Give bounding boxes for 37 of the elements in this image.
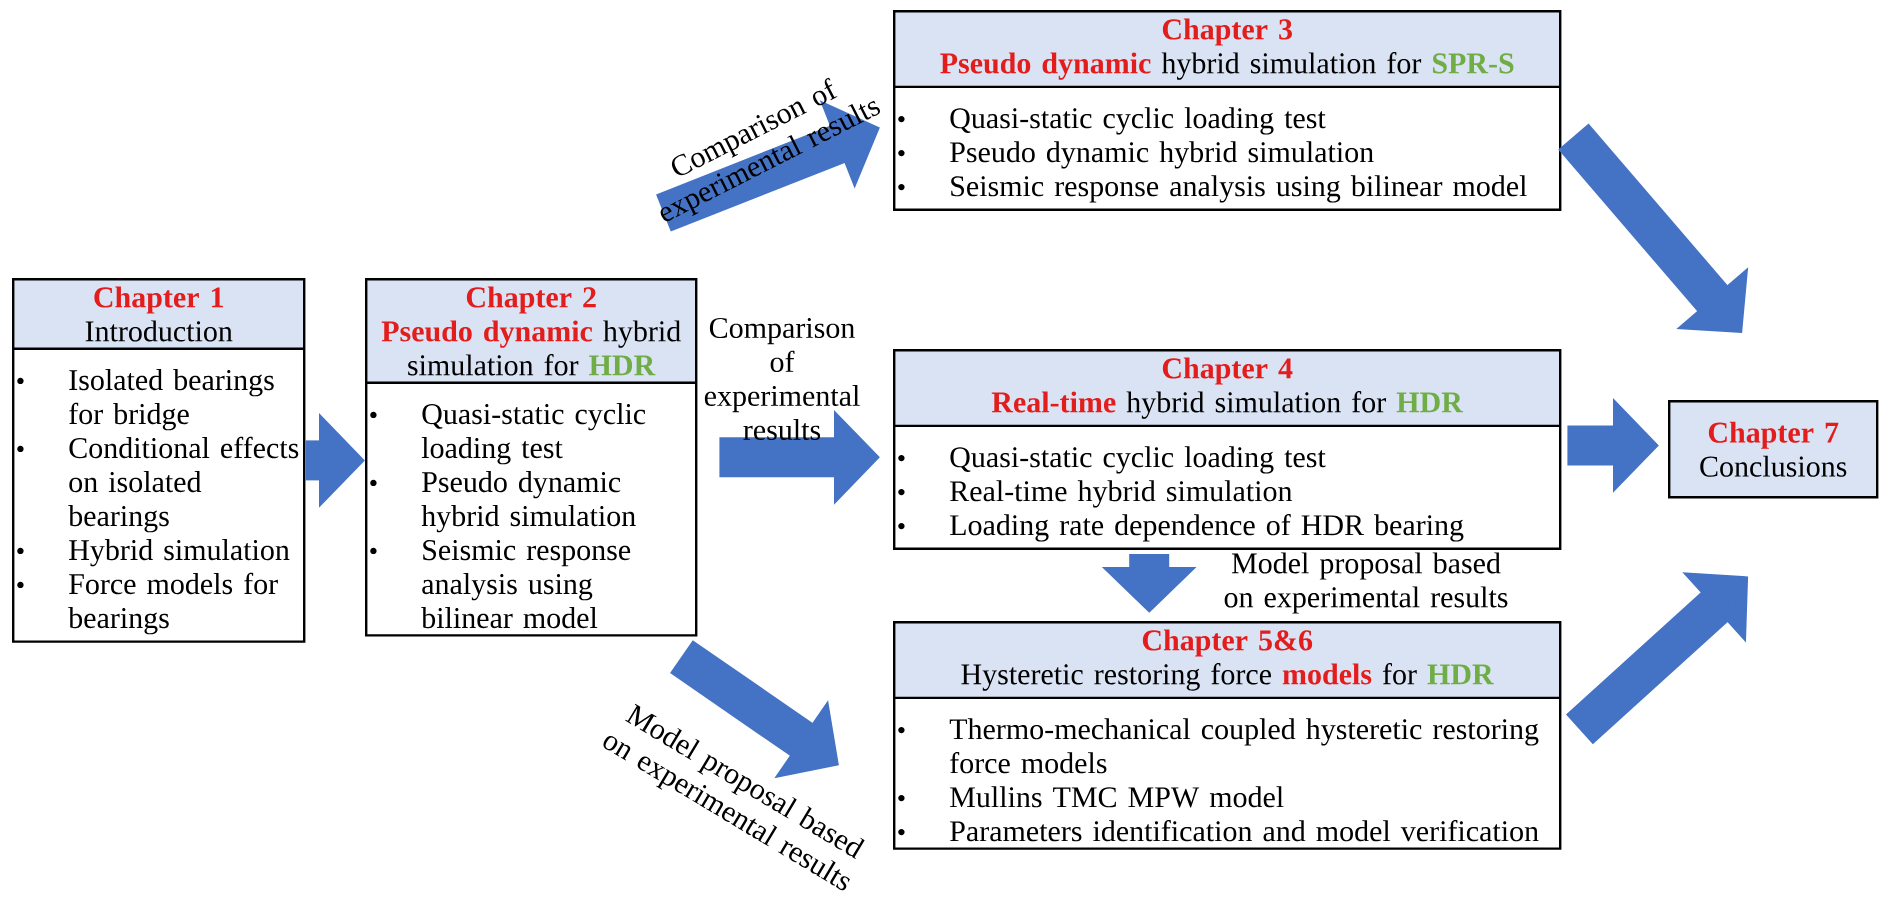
list-item: Loading rate dependence of HDR bearing bbox=[950, 514, 1464, 542]
list-item: Seismic response analysis using bilinear model bbox=[421, 540, 631, 629]
chapter-box bbox=[893, 621, 1562, 850]
chapter-heading: Chapter 7 bbox=[1708, 421, 1839, 449]
chapter-subtitle: Pseudo dynamic hybrid simulation for HDR bbox=[381, 320, 681, 376]
edge-label: Comparison of experimental results bbox=[704, 317, 860, 441]
chapter-box bbox=[365, 278, 698, 637]
chapter-subtitle: Real-time hybrid simulation for HDR bbox=[991, 391, 1464, 419]
list-item: Pseudo dynamic hybrid simulation bbox=[421, 471, 636, 533]
list-item: Mullins TMC MPW model bbox=[950, 786, 1284, 808]
chapter-subtitle: Introduction bbox=[85, 320, 233, 342]
chapter-box bbox=[893, 349, 1562, 550]
chapter-heading: Chapter 1 bbox=[94, 286, 223, 314]
chapter-subtitle: Conclusions bbox=[1700, 455, 1847, 477]
list-item: Conditional effects on isolated bearings bbox=[68, 436, 299, 533]
chapter-subtitle: Hysteretic restoring force models for HDR bbox=[961, 663, 1494, 691]
chapter-box bbox=[12, 278, 306, 643]
list-item: Quasi-static cyclic loading test bbox=[421, 403, 646, 465]
list-item: Quasi-static cyclic loading test bbox=[950, 107, 1326, 135]
list-item: Quasi-static cyclic loading test bbox=[950, 446, 1326, 474]
chapter-heading: Chapter 3 bbox=[1162, 18, 1292, 46]
list-item: Force models for bearings bbox=[68, 572, 278, 635]
chapter-box bbox=[893, 10, 1562, 211]
chapter-heading: Chapter 4 bbox=[1162, 357, 1293, 385]
chapter-heading: Chapter 2 bbox=[466, 286, 596, 314]
edge-label: Model proposal based on experimental results bbox=[1224, 552, 1508, 614]
list-item: Pseudo dynamic hybrid simulation bbox=[950, 141, 1374, 169]
chapter-heading: Chapter 5&6 bbox=[1142, 629, 1313, 657]
chapter-subtitle: Pseudo dynamic hybrid simulation for SPR-S bbox=[940, 52, 1514, 80]
block-arrow bbox=[1558, 123, 1749, 333]
list-item: Real-time hybrid simulation bbox=[950, 480, 1293, 508]
chapter-box bbox=[1668, 400, 1879, 499]
list-item: Seismic response analysis using bilinear model bbox=[951, 175, 1527, 203]
list-item: Parameters identification and model verification bbox=[950, 819, 1539, 842]
list-item: Hybrid simulation bbox=[69, 539, 290, 567]
list-item: Thermo-mechanical coupled hysteretic restoring force models bbox=[949, 718, 1539, 774]
list-item: Isolated bearings for bridge bbox=[69, 369, 274, 431]
